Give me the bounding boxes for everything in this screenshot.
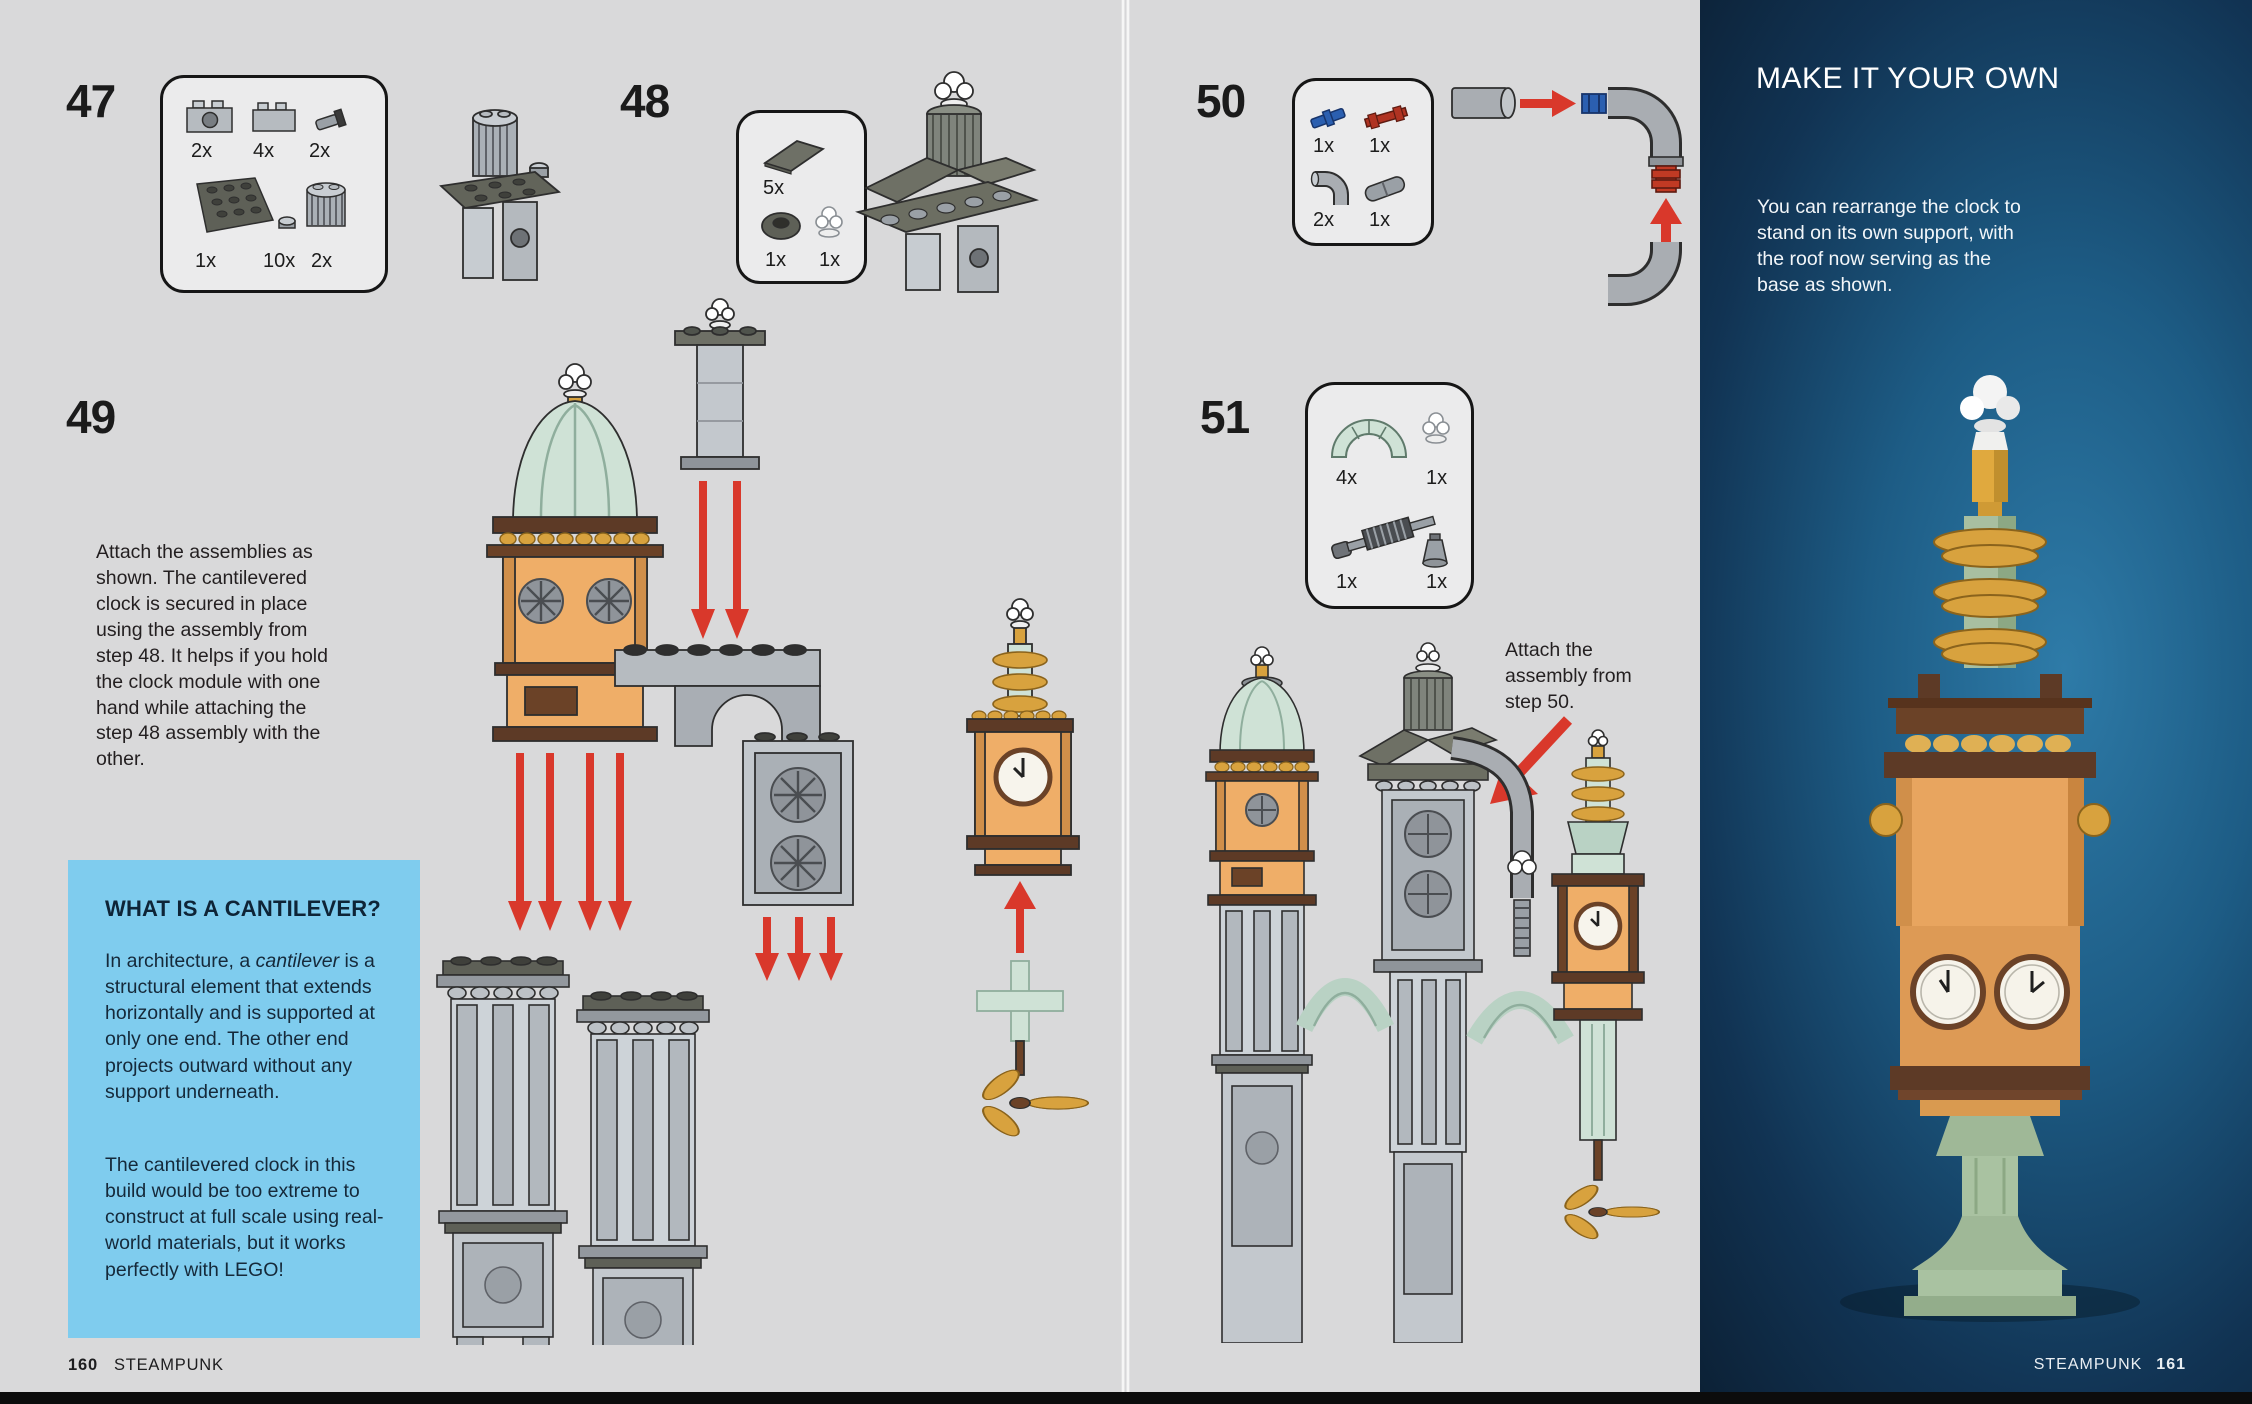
left-page-footer: 160 STEAMPUNK (68, 1356, 224, 1375)
cantilever-info-box: WHAT IS A CANTILEVER? In architecture, a… (68, 860, 420, 1338)
make-it-your-own-panel: MAKE IT YOUR OWN You can rearrange the c… (1700, 0, 2252, 1392)
slope-brick-icon (762, 140, 826, 175)
page-number: 161 (2156, 1356, 2186, 1373)
step-51-number: 51 (1200, 391, 1250, 443)
step-51-assembled-diagram (1205, 642, 1660, 1343)
qty-label: 1x (819, 249, 841, 271)
qty-label: 2x (311, 250, 333, 272)
round-tile-icon (761, 212, 801, 240)
info-box-title: WHAT IS A CANTILEVER? (105, 896, 381, 921)
right-page-footer: STEAMPUNK 161 (2034, 1356, 2186, 1374)
step-51-callout: Attach the assembly from step 50. (1505, 639, 1632, 713)
spring-shock-icon (1331, 515, 1436, 559)
step-50-parts-box: 1x 1x 2x 1x (1292, 78, 1434, 246)
section-name: STEAMPUNK (113, 1356, 224, 1374)
step-47-assembly-illustration (439, 109, 562, 281)
red-arrows (508, 481, 1036, 981)
qty-label: 1x (1369, 209, 1391, 231)
plate-4x4-icon (196, 177, 275, 233)
clock-tower-photo (1840, 375, 2140, 1322)
qty-label: 2x (309, 140, 331, 162)
info-box-paragraph-2: The cantilevered clock in this build wou… (105, 1154, 384, 1281)
step-51-parts-box: 4x 1x 1x 1x (1305, 382, 1474, 609)
qty-label: 5x (763, 177, 785, 199)
flower-piece-icon (815, 206, 843, 238)
ribbed-round-brick-icon (306, 182, 346, 227)
step-47-parts-box: 2x 4x 2x 1x 10x 2x (160, 75, 388, 293)
qty-label: 1x (195, 250, 217, 272)
qty-label: 2x (191, 140, 213, 162)
qty-label: 4x (1336, 467, 1358, 489)
qty-label: 1x (1336, 571, 1358, 593)
page-number: 160 (68, 1356, 98, 1374)
red-axle-icon (1363, 105, 1409, 130)
qty-label: 4x (253, 140, 275, 162)
bottom-trim-bar (0, 1392, 2252, 1404)
qty-label: 1x (1426, 571, 1448, 593)
elbow-pipe-icon (1310, 171, 1349, 205)
step-49-instruction: Attach the assemblies as shown. The cant… (96, 541, 328, 771)
step-50-number: 50 (1196, 75, 1246, 127)
qty-label: 2x (1313, 209, 1335, 231)
qty-label: 1x (1369, 135, 1391, 157)
qty-label: 1x (1313, 135, 1335, 157)
panel-title: MAKE IT YOUR OWN (1756, 62, 2060, 95)
step-47-number: 47 (66, 75, 116, 127)
panel-body-text: You can rearrange the clock to stand on … (1757, 196, 2021, 297)
page-gutter (1121, 0, 1130, 1404)
flower-piece-icon (1422, 412, 1450, 444)
step-49-exploded-diagram (436, 298, 1089, 1345)
green-arch-icon (1330, 419, 1408, 458)
section-name: STEAMPUNK (2033, 1356, 2143, 1373)
qty-label: 10x (263, 250, 296, 272)
italic-term: cantilever (255, 950, 340, 972)
technic-brick-icon (186, 100, 233, 133)
cone-piece-icon (1422, 533, 1448, 568)
step-50-assembly-diagram (1451, 87, 1684, 306)
blue-pin-icon (1310, 107, 1346, 129)
info-box-paragraph-1: In architecture, a cantilever is a struc… (105, 950, 375, 1103)
step-48-number: 48 (620, 75, 670, 127)
step-48-parts-box: 5x 1x 1x (736, 110, 867, 284)
tube-connector-icon (1364, 176, 1406, 202)
brick-1x2-icon (252, 102, 296, 132)
round-plate-1x1-icon (278, 216, 296, 229)
step-48-assembly-illustration (855, 71, 1040, 293)
qty-label: 1x (765, 249, 787, 271)
step-49-number: 49 (66, 391, 116, 443)
pin-icon (315, 108, 347, 131)
qty-label: 1x (1426, 467, 1448, 489)
